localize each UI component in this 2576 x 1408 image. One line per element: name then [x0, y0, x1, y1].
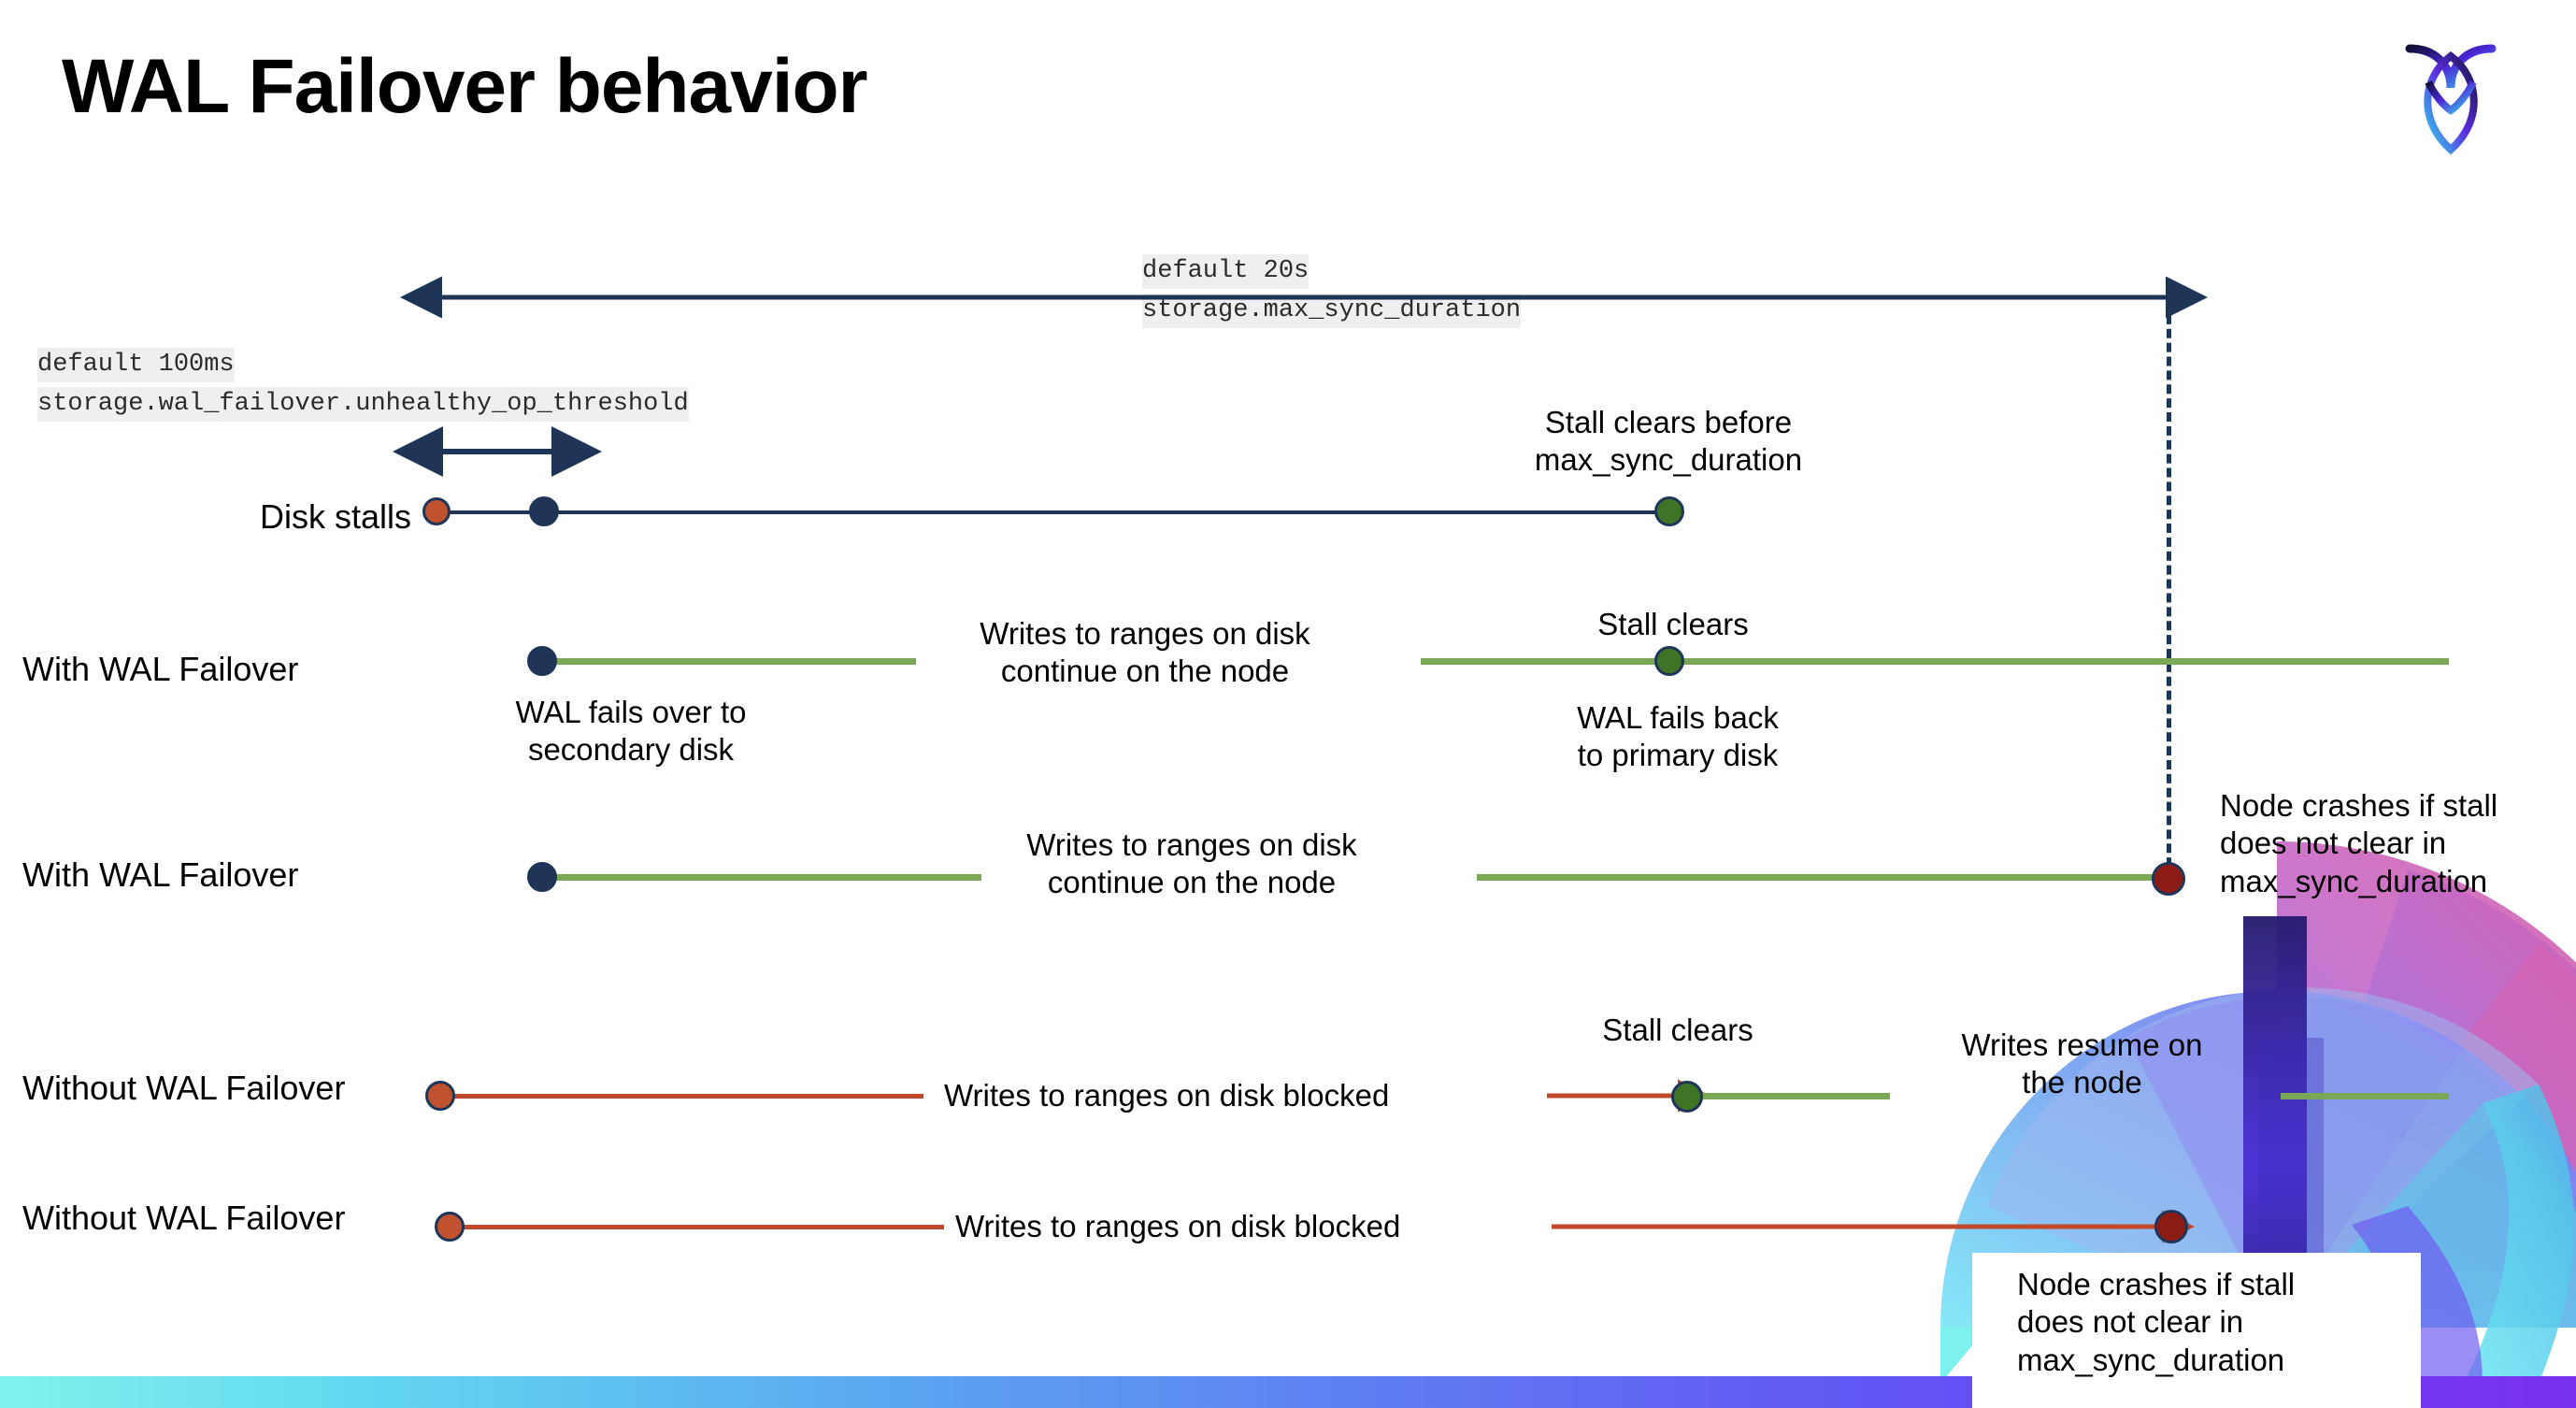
note-row3-writes-continue: Writes to ranges on disk continue on the… [1026, 827, 1357, 900]
note-row5-node-crashes: Node crashes if stall does not clear in … [2017, 1267, 2296, 1377]
row2-failover-dot [527, 646, 557, 676]
row4-green-segment [1694, 1093, 1890, 1099]
row3-green-segment-left [542, 874, 981, 881]
row-label-without-wal-failover-2: Without WAL Failover [22, 1199, 346, 1237]
disk-stall-failover-dot [529, 496, 559, 526]
cockroach-labs-logo-icon [2405, 44, 2497, 155]
row3-failover-dot [527, 862, 557, 892]
row5-node-crash-dot [2154, 1210, 2188, 1243]
row4-stall-clears-dot [1671, 1081, 1703, 1113]
row4-green-segment-right [2281, 1093, 2449, 1099]
row-label-without-wal-failover-1: Without WAL Failover [22, 1069, 346, 1107]
page-title: WAL Failover behavior [62, 44, 868, 129]
row5-stall-start-dot [435, 1212, 465, 1242]
note-row4-stall-clears: Stall clears [1602, 1013, 1753, 1047]
row-label-with-wal-failover-1: With WAL Failover [22, 650, 299, 688]
row2-green-segment-left [542, 658, 916, 665]
unhealthy-op-default-label: default 100ms [37, 348, 235, 383]
note-wal-fails-over: WAL fails over to secondary disk [515, 695, 747, 768]
note-row4-writes-blocked: Writes to ranges on disk blocked [944, 1078, 1390, 1113]
row4-stall-start-dot [425, 1081, 455, 1111]
note-row5-writes-blocked: Writes to ranges on disk blocked [955, 1209, 1401, 1243]
max-sync-duration-dashed-connector [2167, 301, 2171, 881]
row2-green-segment-right [1421, 658, 2449, 665]
row5-red-segment [458, 1225, 944, 1229]
note-row2-stall-clears: Stall clears [1597, 607, 1749, 641]
disk-stall-clear-dot [1654, 496, 1684, 526]
row3-node-crash-dot [2152, 862, 2185, 896]
note-row3-node-crashes: Node crashes if stall does not clear in … [2220, 788, 2498, 898]
note-row2-writes-continue: Writes to ranges on disk continue on the… [980, 616, 1310, 689]
node-crash-callout-box [1972, 1253, 2421, 1408]
unhealthy-op-setting-label: storage.wal_failover.unhealthy_op_thresh… [37, 387, 689, 423]
note-wal-fails-back: WAL fails back to primary disk [1577, 700, 1779, 773]
note-stall-clears-before: Stall clears before max_sync_duration [1534, 405, 1803, 478]
row2-stall-clears-dot [1654, 646, 1684, 676]
row4-red-segment [447, 1094, 923, 1099]
row3-green-segment-right [1477, 874, 2168, 881]
note-row4-writes-resume: Writes resume on the node [1961, 1027, 2203, 1100]
row-label-disk-stalls: Disk stalls [259, 497, 411, 536]
row-label-with-wal-failover-2: With WAL Failover [22, 855, 299, 894]
disk-stalls-timeline [437, 510, 1681, 514]
disk-stall-start-dot [422, 497, 451, 525]
